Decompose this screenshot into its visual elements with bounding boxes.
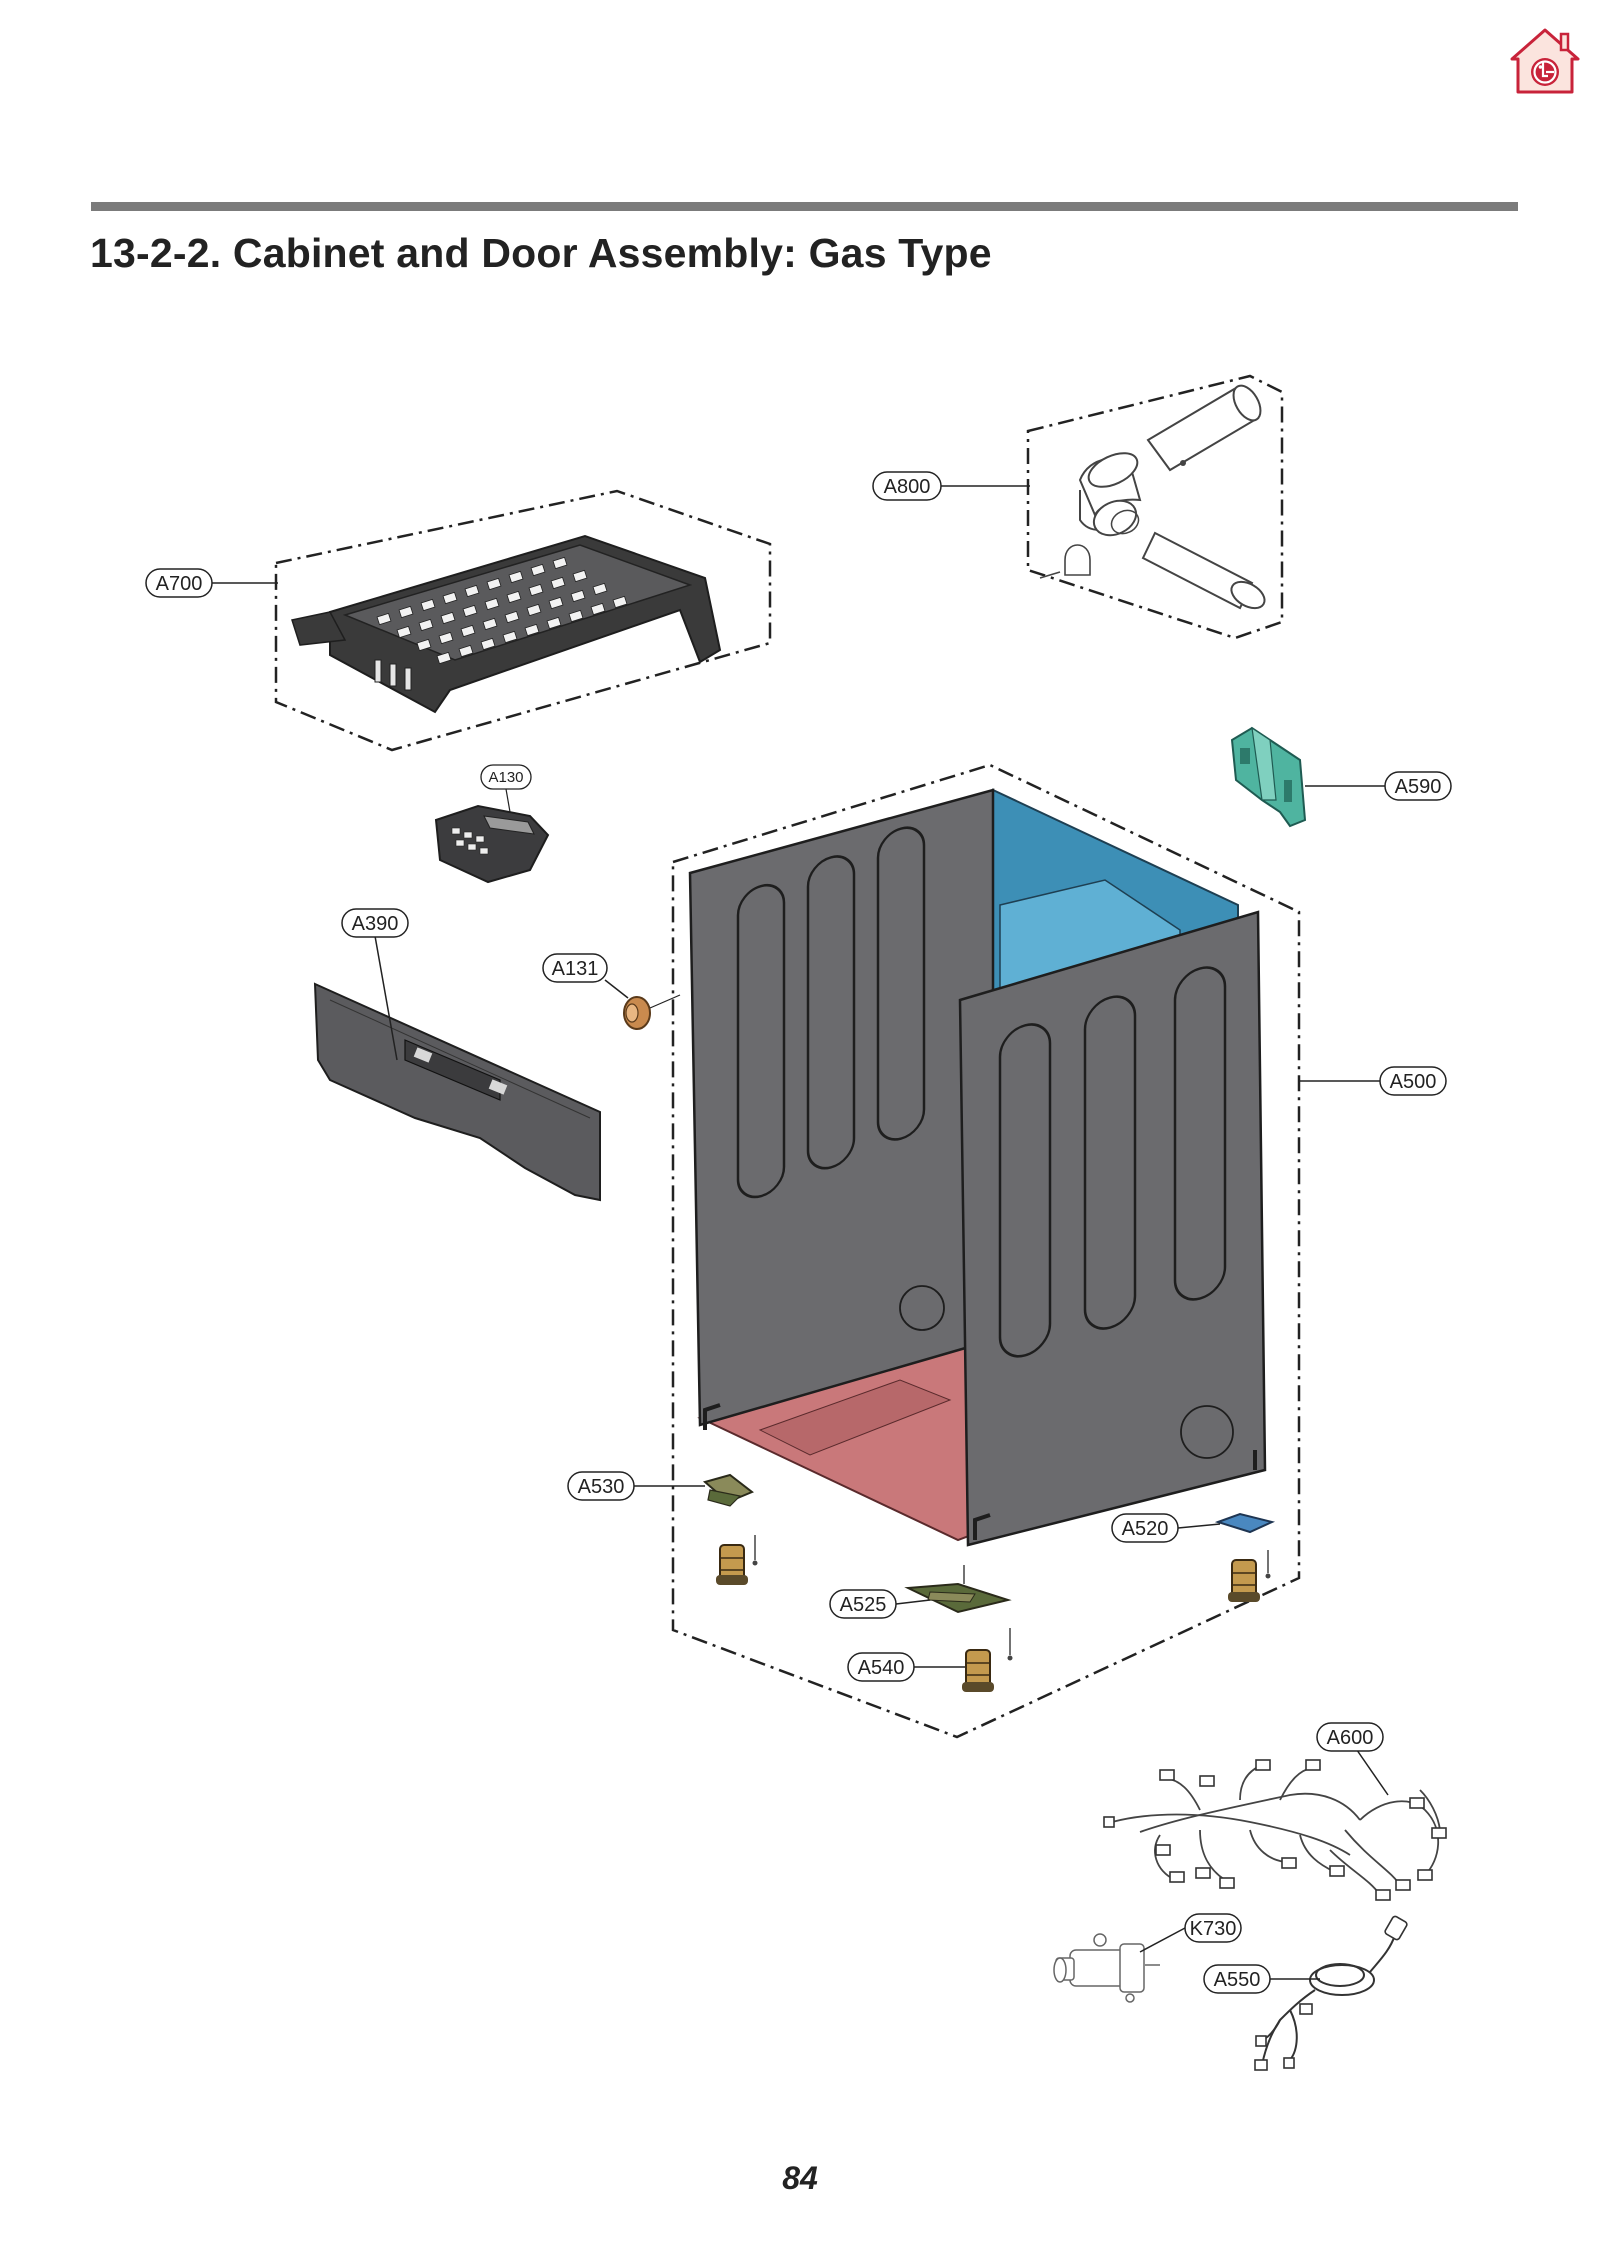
- leveling-bracket-right-part: [1214, 1512, 1276, 1534]
- callout-A500: A500: [1300, 1066, 1447, 1096]
- label-A525: A525: [840, 1594, 887, 1616]
- callout-A390: A390: [341, 908, 409, 1061]
- wire-harness-part: [1103, 1759, 1447, 1901]
- label-A390: A390: [352, 913, 399, 935]
- label-A550: A550: [1214, 1969, 1261, 1991]
- cabinet-group-outline: [671, 763, 1301, 1739]
- power-cord-part: [1254, 1915, 1408, 2071]
- control-knob-holder-part: [434, 804, 550, 884]
- leveling-bracket-left-part: [702, 1473, 754, 1507]
- header-rule: [91, 202, 1518, 211]
- leveling-foot-left-part: [716, 1535, 758, 1585]
- page-number: 84: [782, 2160, 818, 2196]
- bushing-part: [623, 994, 681, 1030]
- callout-A590: A590: [1305, 771, 1452, 801]
- label-A500: A500: [1390, 1071, 1437, 1093]
- label-A600: A600: [1327, 1727, 1374, 1749]
- callout-A800: A800: [872, 471, 1030, 501]
- callout-A540: A540: [847, 1652, 965, 1682]
- duct-group-outline: [1026, 374, 1284, 640]
- cabinet-part: [688, 788, 1267, 1547]
- callout-A530: A530: [567, 1471, 705, 1501]
- section-title: 13-2-2. Cabinet and Door Assembly: Gas T…: [90, 230, 992, 276]
- label-K730: K730: [1190, 1918, 1237, 1940]
- gas-valve-part: [1053, 1933, 1160, 2003]
- label-A700: A700: [156, 573, 203, 595]
- callout-A550: A550: [1203, 1964, 1320, 1994]
- leveling-foot-front-part: [962, 1628, 1013, 1692]
- label-A800: A800: [884, 476, 931, 498]
- exhaust-duct-part: [1039, 384, 1266, 610]
- callout-A131: A131: [542, 953, 629, 999]
- label-A131: A131: [552, 958, 599, 980]
- callout-A130: A130: [480, 764, 532, 813]
- top-grille-part: [291, 534, 722, 714]
- home-button[interactable]: [1508, 26, 1582, 96]
- label-A530: A530: [578, 1476, 625, 1498]
- callout-A525: A525: [829, 1589, 931, 1619]
- control-panel-frame-part: [313, 982, 601, 1202]
- label-A540: A540: [858, 1657, 905, 1679]
- lg-home-icon: [1510, 28, 1580, 94]
- callout-A600: A600: [1316, 1722, 1389, 1796]
- teal-bracket-part: [1230, 726, 1307, 828]
- label-A520: A520: [1122, 1518, 1169, 1540]
- top-panel-group-outline: [274, 489, 772, 752]
- label-A130: A130: [488, 769, 523, 786]
- leveling-foot-right-part: [1228, 1550, 1271, 1602]
- callout-A520: A520: [1111, 1513, 1221, 1543]
- callout-K730: K730: [1139, 1913, 1242, 1953]
- leveling-bracket-front-part: [904, 1565, 1012, 1614]
- callout-A700: A700: [145, 568, 278, 598]
- label-A590: A590: [1395, 776, 1442, 798]
